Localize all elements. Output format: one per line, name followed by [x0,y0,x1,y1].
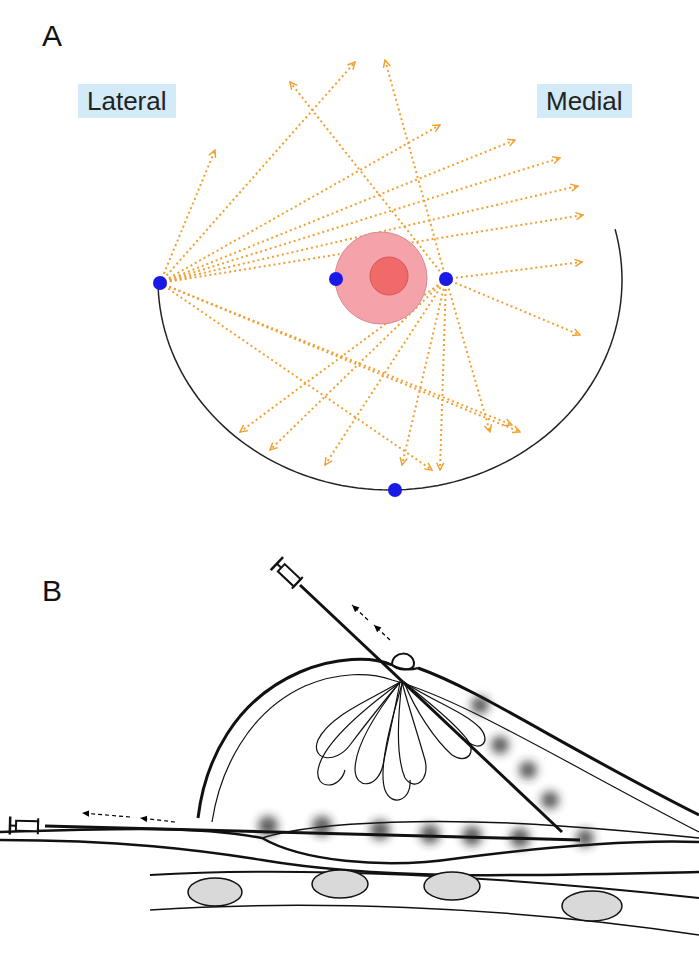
areola [335,232,427,324]
puncture-points [153,272,453,497]
puncture-point [329,272,343,286]
puncture-point [153,276,167,290]
side-label: Medial [546,87,623,115]
breast-outline [158,229,622,490]
injection-ray [440,279,446,470]
puncture-point [439,272,453,286]
needles [10,557,580,840]
injection-ray [160,150,215,283]
infiltration-blobs [258,696,594,848]
injection-ray [446,279,580,335]
motion-arrows [82,605,390,822]
side-label: Lateral [87,87,167,115]
injection-ray [160,140,515,283]
injection-ray [160,62,355,283]
side-label-box: Lateral [78,84,176,118]
side-label-box: Medial [537,84,632,118]
injection-ray [160,283,512,425]
panel-letter: B [42,575,62,607]
breast-section [0,654,699,935]
nipple [370,257,408,295]
injection-ray [446,262,582,279]
injection-rays [160,60,583,470]
panel-letter: A [42,20,62,52]
puncture-point [388,483,402,497]
injection-ray [446,279,490,432]
